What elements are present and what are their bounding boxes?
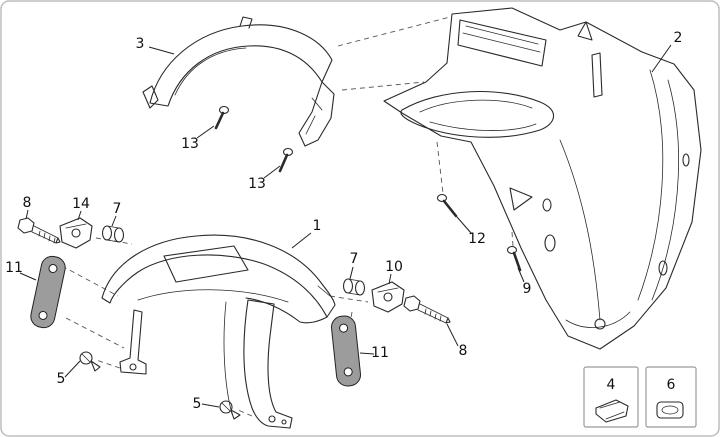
- part-9-screw: [506, 245, 522, 272]
- callout-2: 2: [674, 30, 683, 46]
- callout-8-right: 8: [459, 343, 468, 359]
- callout-14: 14: [72, 196, 90, 212]
- part-14-bracket: [59, 217, 93, 249]
- callout-7-left: 7: [113, 201, 122, 217]
- callout-8-left: 8: [23, 195, 32, 211]
- callout-11-left: 11: [5, 260, 23, 276]
- part-11-pad-left: [30, 255, 66, 329]
- part-13-screw-lower: [278, 147, 294, 173]
- callout-13-upper: 13: [181, 136, 199, 152]
- callout-labels: 3 2 13 13 8 14 7 1 12 11 7 10 9 8 11 5 5…: [5, 30, 682, 412]
- callout-5-left: 5: [57, 371, 66, 387]
- part-3-inner-cover-panel: [142, 16, 335, 147]
- callout-13-lower: 13: [248, 176, 266, 192]
- callout-3: 3: [136, 36, 145, 52]
- part-7-bushing-right: [342, 278, 366, 296]
- callout-4-boxed: 4: [607, 377, 616, 393]
- legend-box-4: [583, 366, 639, 428]
- callout-9: 9: [523, 281, 532, 297]
- callout-6-boxed: 6: [667, 377, 676, 393]
- part-5-screw-left: [79, 351, 101, 372]
- part-10-bracket: [371, 281, 405, 313]
- part-12-screw: [436, 193, 458, 218]
- part-11-pad-right: [330, 315, 362, 387]
- part-1-front-mudguard: [101, 234, 336, 429]
- callout-12: 12: [468, 231, 486, 247]
- callout-leader-lines: [19, 44, 672, 408]
- part-7-bushing-left: [101, 225, 125, 243]
- part-2-front-shield: [383, 7, 702, 350]
- callout-11-right: 11: [371, 345, 389, 361]
- callout-5-right: 5: [193, 396, 202, 412]
- callout-10: 10: [385, 259, 403, 275]
- callout-1: 1: [313, 218, 322, 234]
- legend-box-6: [645, 366, 697, 428]
- part-8-bolt-left: [17, 217, 61, 244]
- part-5-screw-right: [219, 400, 241, 420]
- part-8-bolt-right: [403, 295, 451, 324]
- callout-7-right: 7: [350, 251, 359, 267]
- part-13-screw-upper: [214, 105, 230, 130]
